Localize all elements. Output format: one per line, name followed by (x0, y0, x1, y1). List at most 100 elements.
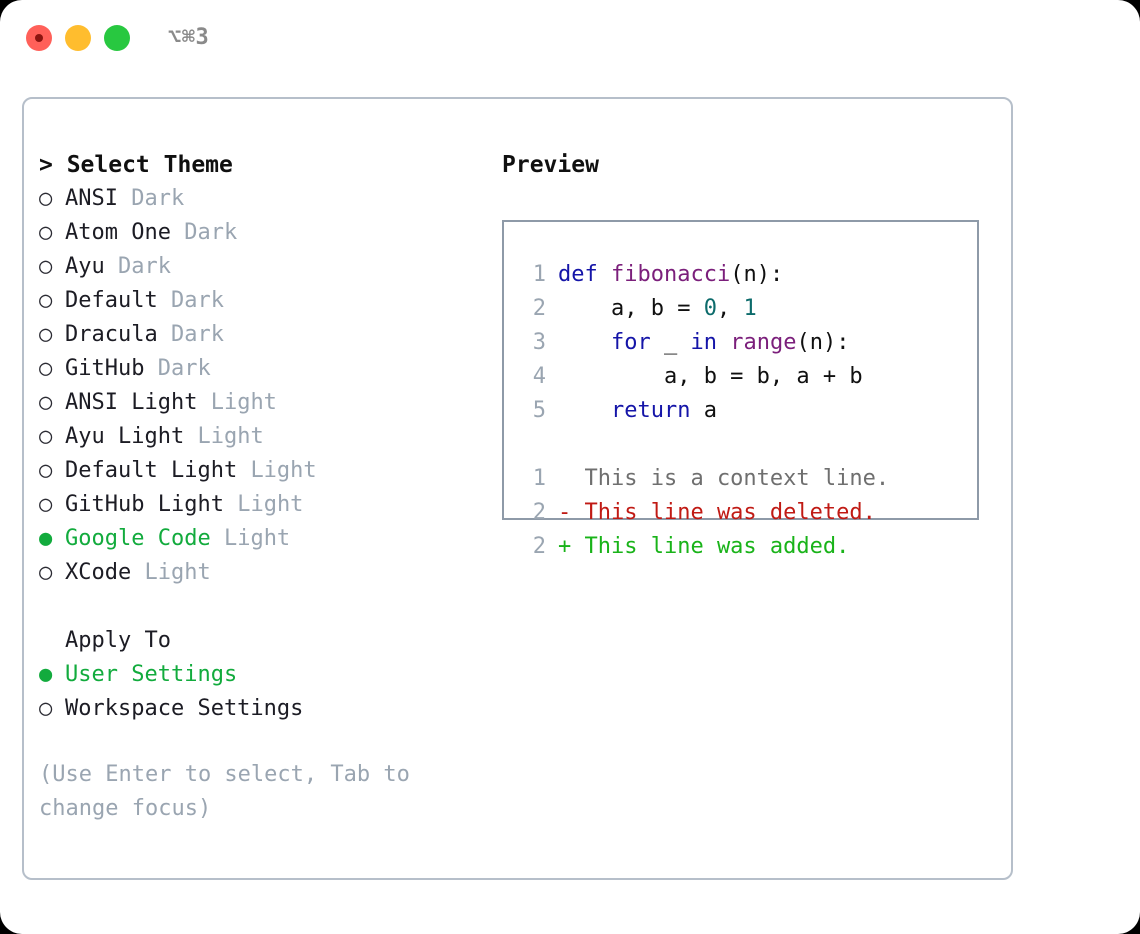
code-token: def (558, 262, 611, 287)
code-token (717, 330, 730, 355)
radio-unselected-icon: ○ (39, 696, 53, 721)
code-token: fibonacci (610, 262, 731, 287)
line-number: 2 (532, 500, 546, 525)
theme-option-atom-one[interactable]: ○ Atom One Dark (39, 216, 489, 250)
code-line: 1 def fibonacci(n): (504, 258, 977, 292)
theme-list: ○ANSI Dark○Atom One Dark○Ayu Dark○Defaul… (39, 182, 489, 590)
line-number: 5 (532, 398, 546, 423)
code-token (558, 330, 611, 355)
line-number: 4 (532, 364, 546, 389)
theme-option-kind-badge: Dark (131, 186, 185, 211)
theme-option-kind-badge: Dark (184, 220, 238, 245)
close-button[interactable] (26, 25, 52, 51)
theme-option-label: ANSI Light (65, 390, 198, 415)
theme-option-label: Default Light (65, 458, 238, 483)
code-token: 0 (703, 296, 717, 321)
theme-option-label: Google Code (65, 526, 211, 551)
radio-unselected-icon: ○ (39, 390, 53, 415)
code-token: a, b = (558, 296, 704, 321)
theme-option-kind-badge: Light (197, 424, 264, 449)
line-number: 1 (532, 262, 546, 287)
theme-option-xcode[interactable]: ○ XCode Light (39, 556, 489, 590)
radio-unselected-icon: ○ (39, 322, 53, 347)
code-token: a (690, 398, 717, 423)
radio-selected-icon: ● (39, 662, 53, 687)
theme-option-kind-badge: Light (210, 390, 277, 415)
theme-option-kind-badge: Light (250, 458, 317, 483)
traffic-lights (26, 25, 130, 51)
diff-line: 2 - This line was deleted. (504, 496, 977, 530)
apply-to-option-workspace-settings[interactable]: ○ Workspace Settings (39, 692, 489, 726)
code-token: , (716, 296, 744, 321)
keyboard-shortcut-label: ⌥⌘3 (168, 25, 210, 50)
diff-line-text: This is a context line. (558, 466, 890, 491)
code-token: in (690, 330, 717, 355)
preview-title: Preview (502, 152, 599, 178)
apply-to-option-user-settings[interactable]: ●User Settings (39, 658, 489, 692)
theme-picker-header: > Select Theme (39, 152, 233, 178)
theme-option-kind-badge: Dark (118, 254, 171, 279)
radio-unselected-icon: ○ (39, 220, 53, 245)
theme-option-label: Atom One (65, 220, 171, 245)
theme-option-kind-badge: Light (223, 526, 291, 551)
diff-block: 1 This is a context line. 2 - This line wa… (504, 462, 977, 564)
apply-to-header: Apply To (65, 628, 171, 653)
diff-line: 1 This is a context line. (504, 462, 977, 496)
theme-option-ansi-light[interactable]: ○ ANSI Light Light (39, 386, 489, 420)
theme-option-label: ANSI (65, 186, 118, 211)
radio-unselected-icon: ○ (39, 356, 53, 381)
code-line: 2 a, b = 0, 1 (504, 292, 977, 326)
theme-option-label: Ayu (65, 254, 105, 279)
theme-option-kind-badge: Dark (170, 322, 224, 347)
theme-option-kind-badge: Light (237, 492, 304, 517)
theme-option-label: Default (65, 288, 158, 313)
line-number: 1 (532, 466, 546, 491)
code-line: 4 a, b = b, a + b (504, 360, 977, 394)
theme-option-ayu[interactable]: ○ Ayu Dark (39, 250, 489, 284)
radio-unselected-icon: ○ (39, 254, 53, 279)
radio-unselected-icon: ○ (39, 560, 53, 585)
line-number: 2 (532, 534, 546, 559)
theme-option-kind-badge: Light (144, 560, 211, 585)
code-token: return (610, 398, 691, 423)
apply-to-option-label: Workspace Settings (65, 696, 304, 721)
theme-option-google-code[interactable]: ● Google Code Light (39, 522, 489, 556)
theme-option-kind-badge: Dark (157, 356, 211, 381)
code-spacer (504, 428, 977, 462)
theme-option-github-light[interactable]: ○GitHub Light Light (39, 488, 489, 522)
theme-option-label: Ayu Light (65, 424, 185, 449)
radio-unselected-icon: ○ (39, 492, 53, 517)
radio-unselected-icon: ○ (39, 424, 53, 449)
theme-option-default[interactable]: ○Default Dark (39, 284, 489, 318)
code-token: 1 (743, 296, 757, 321)
theme-option-dracula[interactable]: ○Dracula Dark (39, 318, 489, 352)
line-number: 3 (532, 330, 546, 355)
content-panel: > Select Theme ○ANSI Dark○Atom One Dark○… (22, 97, 1013, 880)
theme-option-ayu-light[interactable]: ○ Ayu Light Light (39, 420, 489, 454)
minimize-button[interactable] (65, 25, 91, 51)
theme-option-github[interactable]: ○ GitHub Dark (39, 352, 489, 386)
theme-picker-column: > Select Theme ○ANSI Dark○Atom One Dark○… (39, 148, 489, 826)
code-token: (n): (730, 262, 784, 287)
title-bar: ⌥⌘3 (0, 0, 1140, 78)
theme-option-label: XCode (65, 560, 132, 585)
theme-option-label: GitHub (65, 356, 145, 381)
radio-unselected-icon: ○ (39, 186, 53, 211)
code-token (558, 398, 611, 423)
code-token: for (610, 330, 651, 355)
keyboard-hint-text: (Use Enter to select, Tab to change focu… (39, 762, 410, 821)
apply-to-section: Apply To ●User Settings ○ Workspace Settin… (39, 624, 489, 726)
theme-option-kind-badge: Dark (170, 288, 224, 313)
code-token: range (730, 330, 797, 355)
maximize-button[interactable] (104, 25, 130, 51)
diff-line: 2+ This line was added. (504, 530, 977, 564)
theme-option-ansi[interactable]: ○ ANSI Dark (39, 182, 489, 216)
diff-line-text: - This line was deleted. (558, 500, 876, 525)
theme-option-default-light[interactable]: ○Default Light Light (39, 454, 489, 488)
code-line: 3 for _ in range(n): (504, 326, 977, 360)
radio-selected-icon: ● (39, 526, 53, 551)
